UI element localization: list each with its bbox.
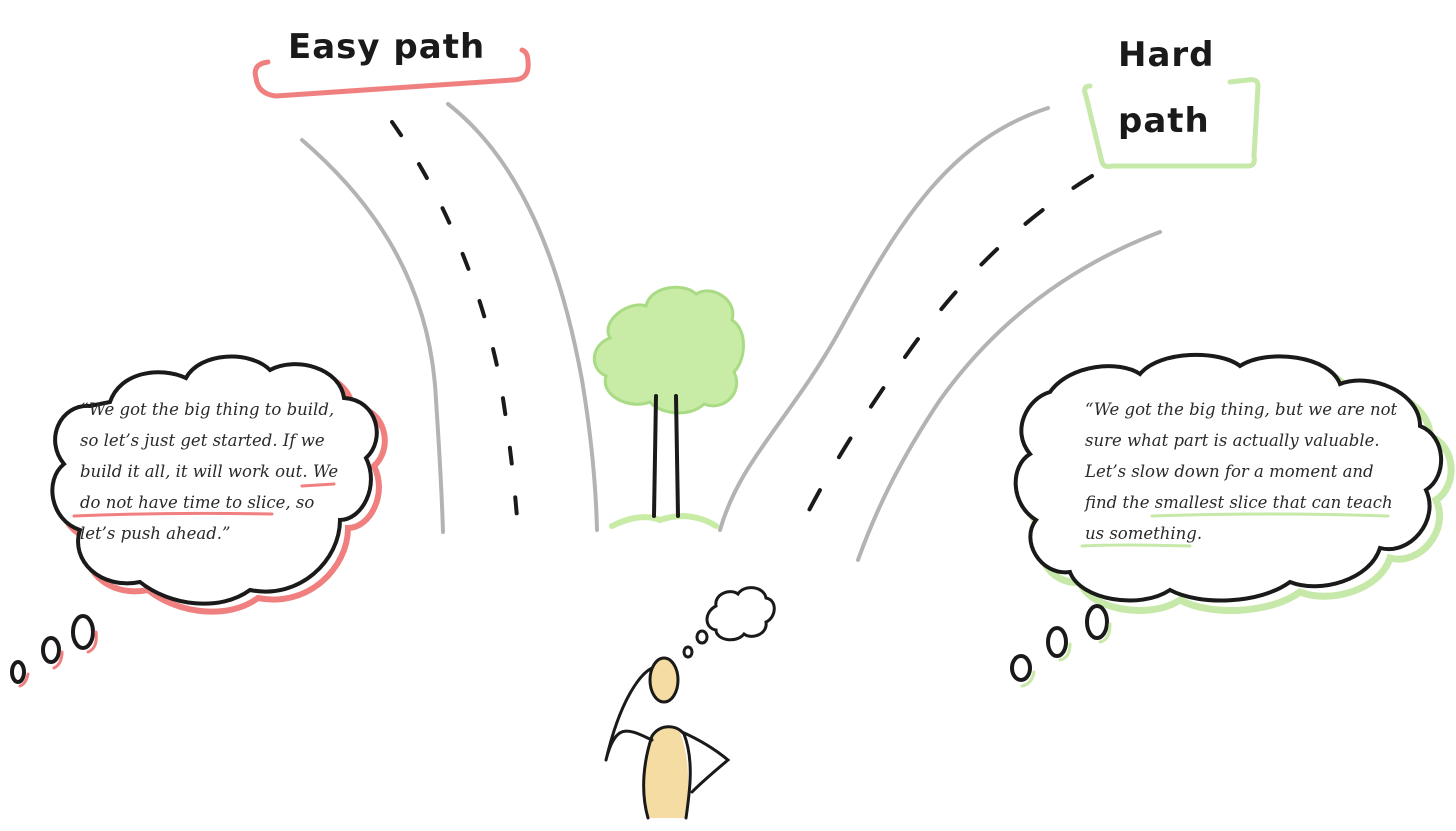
hard-quote-line5: . xyxy=(1197,524,1202,543)
hard-cloud-outline xyxy=(1013,352,1443,603)
hard-quote-line3: Let’s slow down for a moment and xyxy=(1084,462,1374,481)
person-thought-bubble-medium xyxy=(695,629,709,645)
svg-text:“We got the big thing to build: “We got the big thing to build, xyxy=(80,400,334,419)
tree xyxy=(593,285,745,529)
hard-road-right-edge xyxy=(856,230,1162,562)
tree-trunk-right xyxy=(674,394,680,518)
svg-text:sure what part is actually val: sure what part is actually valuable. xyxy=(1085,431,1380,450)
hard-road xyxy=(718,106,1162,562)
hard-thought-cloud: “We got the big thing, but we are not su… xyxy=(1010,352,1455,688)
person-head xyxy=(648,656,680,704)
person-body-outline xyxy=(642,725,692,820)
hard-road-left-edge xyxy=(718,106,1050,532)
hard-quote-underline-b xyxy=(1080,543,1192,548)
hard-thought-bubble-medium xyxy=(1046,626,1068,658)
hard-quote-line4: find the xyxy=(1083,493,1155,512)
easy-road xyxy=(300,102,599,534)
hard-path-title-line1: Hard xyxy=(1118,35,1215,75)
easy-thought-bubble-medium xyxy=(41,636,61,664)
tree-foliage xyxy=(593,285,745,415)
easy-quote-line5: let’s push ahead.” xyxy=(80,524,230,543)
easy-thought-bubble-small xyxy=(10,660,26,684)
svg-text:Let’s slow down for a moment a: Let’s slow down for a moment and xyxy=(1084,462,1374,481)
hard-thought-bubble-large xyxy=(1085,604,1109,640)
hard-quote-underline-a xyxy=(1150,512,1390,518)
person-thought-bubble-small xyxy=(682,645,694,659)
svg-text:“We got the big thing, but we: “We got the big thing, but we are not xyxy=(1085,400,1398,419)
easy-quote-line3-emphasis: We xyxy=(313,462,339,481)
easy-bubble-accents xyxy=(18,630,98,688)
hard-quote-line1: “We got the big thing, but we are not xyxy=(1085,400,1398,419)
easy-quote-text: “We got the big thing to build, so let’s… xyxy=(80,400,338,543)
hard-path-title-line2: path xyxy=(1118,101,1210,141)
tree-ground xyxy=(609,513,719,529)
easy-quote-line3: build it all, it will work out. xyxy=(80,462,313,481)
hard-quote-text: “We got the big thing, but we are not su… xyxy=(1083,400,1398,543)
hard-bubble-accents xyxy=(1020,622,1112,688)
svg-text:do not have time to slice, so: do not have time to slice, so xyxy=(80,493,314,512)
easy-cloud-outline xyxy=(50,354,379,606)
hard-path-bracket xyxy=(1082,77,1261,169)
easy-road-left-edge xyxy=(300,138,445,534)
easy-thought-bubble-large xyxy=(71,614,95,650)
easy-quote-line4-emphasis: do not have time to slice xyxy=(80,493,286,512)
svg-text:us something.: us something. xyxy=(1085,524,1202,543)
easy-quote-line1: “We got the big thing to build, xyxy=(80,400,334,419)
person-arm-to-chin xyxy=(604,666,654,762)
hard-quote-line5-emphasis: us something xyxy=(1085,524,1197,543)
person-arm-on-hip xyxy=(680,730,731,794)
svg-text:so let’s just get started. If: so let’s just get started. If we xyxy=(80,431,325,450)
person-thought-cloud xyxy=(705,586,776,642)
svg-text:build it all, it will work out: build it all, it will work out. We xyxy=(80,462,338,481)
tree-trunk-left xyxy=(652,394,658,518)
hard-quote-line2: sure what part is actually valuable. xyxy=(1085,431,1380,450)
easy-quote-line2: so let’s just get started. If we xyxy=(80,431,325,450)
easy-quote-underline-a xyxy=(300,482,336,488)
easy-quote-line4: , so xyxy=(285,493,314,512)
easy-thought-cloud: “We got the big thing to build, so let’s… xyxy=(10,354,388,688)
hard-thought-bubble-small xyxy=(1010,654,1032,682)
easy-road-right-edge xyxy=(446,102,599,532)
person-body xyxy=(643,725,689,818)
hard-quote-line4-emphasis: smallest slice that can teach xyxy=(1155,493,1393,512)
hard-path-label: Hard path xyxy=(1082,35,1261,169)
easy-path-bracket xyxy=(252,47,531,99)
easy-quote-underline-b xyxy=(72,511,274,518)
svg-text:find the smallest slice that c: find the smallest slice that can teach xyxy=(1083,493,1393,512)
hard-road-centerline xyxy=(804,174,1094,518)
thinking-person xyxy=(604,586,776,820)
svg-text:let’s push ahead.”: let’s push ahead.” xyxy=(80,524,230,543)
easy-path-title: Easy path xyxy=(288,27,485,67)
easy-road-centerline xyxy=(390,120,520,532)
easy-path-label: Easy path xyxy=(252,27,531,99)
